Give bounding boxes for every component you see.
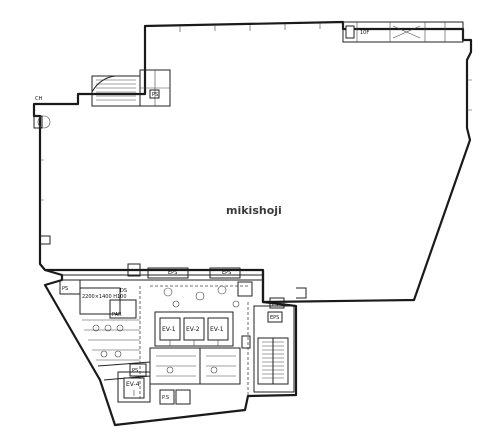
ev4-room: EV-4 — [117, 371, 151, 403]
label-ps-corner: P.S — [162, 395, 169, 401]
ch-marker: CH — [33, 96, 51, 129]
eps-row: EPS EPS — [62, 263, 263, 281]
label-ps-mid: PS — [132, 368, 138, 374]
label-ps-left: PS — [62, 286, 68, 292]
label-door-spec: 2200×1400 H100 — [82, 294, 127, 300]
label-par: PAR — [112, 312, 122, 318]
stair-core-top-left: PS — [91, 69, 171, 107]
label-ev1-right: EV-1 — [210, 326, 224, 333]
label-eps-left: EPS — [168, 270, 177, 276]
label-top-note: 10F — [360, 30, 369, 36]
lower-rooms: PS — [129, 347, 241, 385]
elevator-icon — [123, 377, 145, 399]
dashed-guides — [139, 286, 249, 400]
label-ch: CH — [35, 96, 42, 102]
elevator-bank: EV-1 EV-2 EV-1 — [154, 311, 234, 347]
label-ev4: EV-4 — [126, 381, 140, 388]
label-eps-right: EPS — [222, 270, 231, 276]
lobby-fixtures — [150, 281, 253, 349]
column-marks — [40, 159, 51, 245]
watermark: mikishoji — [226, 204, 282, 217]
label-ev1-left: EV-1 — [162, 326, 176, 333]
label-eps-small: EPS — [270, 315, 279, 321]
outer-wall — [32, 20, 473, 304]
stair-right: EPS PS — [253, 297, 295, 393]
lower-core-wall — [43, 268, 298, 427]
window-ticks — [179, 23, 472, 111]
label-ev2: EV-2 — [186, 326, 200, 333]
label-ps-right: PS — [272, 302, 278, 308]
label-ds: DS — [120, 288, 127, 294]
left-rooms: PS 2200×1400 H100 PAR DS — [59, 279, 151, 381]
right-column — [296, 287, 307, 299]
bottom-ps: P.S — [159, 389, 191, 405]
top-right-core: 10F — [342, 21, 464, 43]
